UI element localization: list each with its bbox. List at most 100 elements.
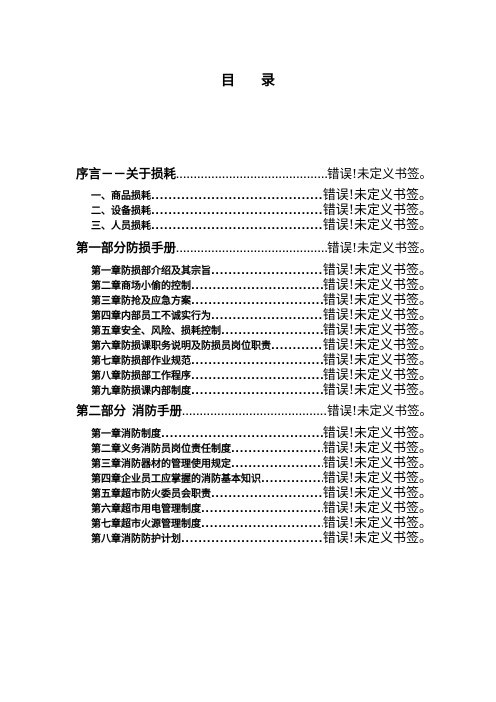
toc-leader-dots: ........................................… — [151, 206, 323, 217]
toc-entry-page-ref: 错误!未定义书签。 — [322, 203, 432, 218]
toc-chapter-label: 第四章 — [91, 474, 121, 485]
toc-leader-dots: ........................................… — [176, 245, 327, 254]
toc-leader-dots: ........................................… — [182, 408, 327, 417]
toc-entry-name: 防损手册 — [126, 240, 177, 255]
toc-entry-page-ref: 错误!未定义书签。 — [322, 188, 432, 203]
toc-leader-dots: ........................................… — [231, 444, 323, 455]
toc-leader-dots: ........................................… — [231, 459, 323, 470]
toc-entry-name: 防损部作业规范 — [121, 356, 191, 367]
toc-entry-name: 防损课内部制度 — [121, 386, 191, 397]
toc-chapter-label: 第九章 — [91, 386, 121, 397]
toc-leader-dots: ........................................… — [181, 534, 323, 545]
toc-entry-page-ref: 错误!未定义书签。 — [322, 263, 432, 278]
toc-leader-dots: ........................................… — [191, 296, 323, 307]
toc-entry-page-ref: 错误!未定义书签。 — [326, 403, 432, 418]
toc-entry-name: 序言－－关于损耗 — [76, 166, 177, 181]
toc-entry-chapter[interactable]: 第七章 防损部作业规范 ............................… — [91, 349, 432, 368]
toc-part-label: 第一部分 — [76, 240, 127, 255]
toc-chapter-label: 第六章 — [91, 341, 121, 352]
toc-entry-page-ref: 错误!未定义书签。 — [322, 368, 432, 383]
toc-chapter-label: 第八章 — [91, 371, 121, 382]
toc-entry-chapter[interactable]: 第八章 消防防护计划 .............................… — [91, 527, 432, 546]
toc-chapter-label: 第五章 — [91, 489, 121, 500]
toc-leader-dots: ........................................… — [161, 429, 323, 440]
toc-entry-chapter[interactable]: 第一章 消防制度 ...............................… — [91, 422, 432, 441]
toc-entry-chapter[interactable]: 第二章 义务消防员岗位责任制度 ........................… — [91, 437, 432, 456]
toc-entry-name: 消防制度 — [121, 429, 161, 440]
toc-leader-dots: ........................................… — [201, 519, 323, 530]
toc-chapter-label: 第二章 — [91, 444, 121, 455]
toc-entry-chapter[interactable]: 第三章 防抢及应急方案 ............................… — [91, 289, 432, 308]
toc-leader-dots: ........................................… — [191, 386, 323, 397]
toc-entry-name: 消防防护计划 — [121, 534, 181, 545]
toc-entry-page-ref: 错误!未定义书签。 — [322, 426, 432, 441]
toc-entry-page-ref: 错误!未定义书签。 — [322, 441, 432, 456]
toc-entry-name: 防抢及应急方案 — [121, 296, 191, 307]
toc-entry-name: 一、商品损耗 — [91, 191, 151, 202]
toc-entry-chapter[interactable]: 第四章 内部员工不诚实行为 ..........................… — [91, 304, 432, 323]
toc-leader-dots: ........................................… — [221, 326, 323, 337]
toc-part-label: 第二部分 — [76, 403, 127, 418]
toc-entry-name: 三、人员损耗 — [91, 221, 151, 232]
toc-entry-page-ref: 错误!未定义书签。 — [322, 278, 432, 293]
toc-entry-chapter[interactable]: 第五章 超市防火委员会职责 ..........................… — [91, 482, 432, 501]
toc-entry-page-ref: 错误!未定义书签。 — [322, 308, 432, 323]
toc-chapter-label: 第八章 — [91, 534, 121, 545]
toc-title-char-1: 目 — [221, 73, 235, 89]
toc-leader-dots: ........................................… — [271, 341, 323, 352]
toc-entry-name: 超市火源管理制度 — [121, 519, 201, 530]
toc-entry-page-ref: 错误!未定义书签。 — [322, 383, 432, 398]
toc-entry-name: 消防手册 — [132, 403, 183, 418]
toc-leader-dots: ........................................… — [151, 221, 323, 232]
toc-leader-dots: ........................................… — [191, 356, 323, 367]
toc-entry-page-ref: 错误!未定义书签。 — [322, 353, 432, 368]
toc-entry-page-ref: 错误!未定义书签。 — [322, 501, 432, 516]
toc-entry-chapter[interactable]: 第九章 防损课内部制度 ............................… — [91, 379, 432, 398]
toc-entry-preface-item[interactable]: 一、商品损耗 .................................… — [91, 184, 432, 203]
toc-chapter-label: 第一章 — [91, 266, 121, 277]
toc-entry-preface[interactable]: 序言－－关于损耗 ...............................… — [76, 163, 432, 182]
toc-leader-dots: ........................................… — [201, 504, 323, 515]
toc-entry-name: 内部员工不诚实行为 — [121, 311, 211, 322]
toc-leader-dots: ........................................… — [261, 474, 323, 485]
toc-entry-chapter[interactable]: 第七章 超市火源管理制度 ...........................… — [91, 512, 432, 531]
toc-chapter-label: 第二章 — [91, 281, 121, 292]
toc-title-char-2: 录 — [261, 73, 275, 89]
toc-leader-dots: ........................................… — [191, 281, 323, 292]
toc-title: 目录 — [0, 70, 496, 90]
toc-entry-page-ref: 错误!未定义书签。 — [322, 531, 432, 546]
toc-leader-dots: ........................................… — [211, 311, 323, 322]
toc-chapter-label: 第一章 — [91, 429, 121, 440]
toc-entry-name: 二、设备损耗 — [91, 206, 151, 217]
toc-entry-chapter[interactable]: 第六章 防损课职务说明及防损员岗位职责 ....................… — [91, 334, 432, 353]
toc-entry-name: 超市防火委员会职责 — [121, 489, 211, 500]
toc-entry-page-ref: 错误!未定义书签。 — [322, 456, 432, 471]
toc-entry-chapter[interactable]: 第四章 企业员工应掌握的消防基本知识 .....................… — [91, 467, 432, 486]
toc-entry-page-ref: 错误!未定义书签。 — [326, 240, 432, 255]
toc-entry-name: 商场小偷的控制 — [121, 281, 191, 292]
toc-entry-chapter[interactable]: 第八章 防损部工作程序 ............................… — [91, 364, 432, 383]
toc-entry-chapter[interactable]: 第六章 超市用电管理制度 ...........................… — [91, 497, 432, 516]
toc-entry-part-2[interactable]: 第二部分 消防手册 ..............................… — [76, 400, 432, 419]
toc-entry-name: 义务消防员岗位责任制度 — [121, 444, 231, 455]
toc-entry-chapter[interactable]: 第一章 防损部介绍及其宗旨 ..........................… — [91, 259, 432, 278]
toc-entry-name: 企业员工应掌握的消防基本知识 — [121, 474, 261, 485]
toc-leader-dots: ........................................… — [151, 191, 323, 202]
toc-entry-page-ref: 错误!未定义书签。 — [322, 486, 432, 501]
toc-entry-name: 防损部工作程序 — [121, 371, 191, 382]
toc-entry-page-ref: 错误!未定义书签。 — [322, 338, 432, 353]
toc-entry-preface-item[interactable]: 三、人员损耗 .................................… — [91, 214, 432, 233]
toc-chapter-label: 第六章 — [91, 504, 121, 515]
toc-leader-dots: ........................................… — [211, 489, 323, 500]
toc-entry-part-1[interactable]: 第一部分 防损手册 ..............................… — [76, 237, 432, 256]
toc-leader-dots: ........................................… — [191, 371, 323, 382]
toc-entry-preface-item[interactable]: 二、设备损耗 .................................… — [91, 199, 432, 218]
toc-entry-page-ref: 错误!未定义书签。 — [322, 218, 432, 233]
toc-leader-dots: ........................................… — [211, 266, 323, 277]
toc-entry-chapter[interactable]: 第五章 安全、风险、损耗控制 .........................… — [91, 319, 432, 338]
toc-chapter-label: 第三章 — [91, 459, 121, 470]
toc-entry-chapter[interactable]: 第二章 商场小偷的控制 ............................… — [91, 274, 432, 293]
toc-entry-name: 超市用电管理制度 — [121, 504, 201, 515]
toc-entry-chapter[interactable]: 第三章 消防器材的管理使用规定 ........................… — [91, 452, 432, 471]
